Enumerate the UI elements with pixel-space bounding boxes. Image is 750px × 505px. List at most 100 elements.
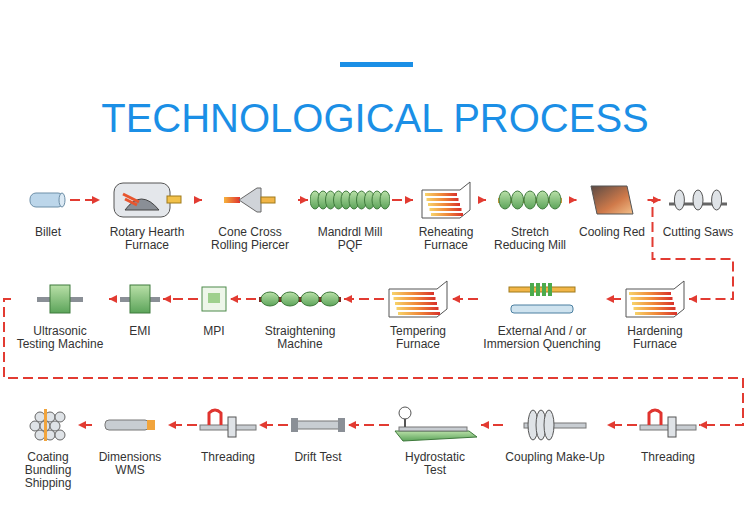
- thread-hook: [649, 410, 661, 425]
- step-illustration: [258, 279, 342, 319]
- flow-arrow: [452, 298, 478, 300]
- outlet: [167, 196, 181, 203]
- step-illustration: [523, 405, 587, 445]
- step-illustration: [36, 279, 84, 319]
- flow-arrow: [194, 199, 202, 201]
- flow-arrow: [479, 199, 486, 201]
- thread-hook: [209, 410, 221, 425]
- step-label: Ultrasonic Testing Machine: [13, 325, 107, 351]
- coil: [530, 283, 534, 296]
- process-step: Cooling Red: [577, 180, 648, 239]
- process-step: Stretch Reducing Mill: [486, 180, 574, 252]
- icon: [105, 420, 155, 430]
- step-label: MPI: [203, 325, 224, 338]
- roll: [549, 191, 561, 209]
- step-label: Stretch Reducing Mill: [488, 226, 572, 252]
- furnace-box: [626, 281, 684, 317]
- step-label: Hardening Furnace: [623, 325, 687, 351]
- process-step: Coupling Make-Up: [503, 405, 607, 464]
- gauge: [399, 407, 411, 419]
- flow-arrow: [259, 424, 288, 426]
- flow-arrow: [607, 424, 637, 426]
- process-step: Coating Bundling Shipping: [18, 405, 78, 490]
- roll: [380, 191, 390, 209]
- roll: [537, 191, 549, 209]
- icon: [114, 183, 181, 217]
- hot-tube: [431, 213, 463, 216]
- flow-arrow: [78, 424, 92, 426]
- step-label: Cooling Red: [579, 226, 645, 239]
- step-illustration: [391, 405, 479, 445]
- flow-arrow: [109, 298, 117, 300]
- step-label: Coating Bundling Shipping: [20, 451, 76, 490]
- icon: [669, 190, 727, 210]
- pipe-end: [30, 421, 40, 431]
- step-illustration: [199, 405, 257, 445]
- roll: [524, 191, 536, 209]
- title: TECHNOLOGICAL PROCESS: [0, 95, 750, 141]
- process-step: MPI: [198, 279, 230, 338]
- pipe-end: [35, 430, 45, 440]
- title-bar: [340, 62, 413, 67]
- coil: [536, 283, 540, 296]
- band: [44, 409, 47, 441]
- process-step: Hydrostatic Test: [389, 405, 481, 477]
- pipe: [105, 420, 149, 430]
- step-illustration: [420, 180, 472, 220]
- icon: [591, 186, 633, 214]
- roll: [512, 191, 524, 209]
- hot-tube: [631, 297, 673, 300]
- step-illustration: [310, 180, 390, 220]
- coil: [548, 283, 552, 296]
- mpi-screen: [208, 293, 220, 303]
- process-step: Billet: [26, 180, 70, 239]
- roll: [321, 292, 339, 306]
- inspection-unit: [50, 285, 70, 313]
- icon: [498, 191, 562, 209]
- icon: [509, 283, 575, 313]
- flow-arrow: [653, 200, 734, 299]
- icon: [259, 292, 341, 306]
- step-label: Coupling Make-Up: [505, 451, 604, 464]
- step-label: Reheating Furnace: [415, 226, 477, 252]
- step-label: Cone Cross Rolling Piercer: [204, 226, 296, 252]
- hot-tube: [430, 208, 462, 211]
- flow-arrow: [298, 199, 308, 201]
- pipe-end: [50, 421, 60, 431]
- flow-arrow: [481, 424, 503, 426]
- pipe: [399, 427, 467, 431]
- process-step: Cutting Saws: [661, 180, 736, 239]
- step-label: Mandrdl Mill PQF: [311, 226, 389, 252]
- process-step: Mandrdl Mill PQF: [308, 180, 392, 252]
- flow-arrow: [168, 424, 197, 426]
- step-illustration: [103, 405, 157, 445]
- flow-arrow: [344, 298, 384, 300]
- step-label: Straightening Machine: [258, 325, 342, 351]
- icon: [30, 409, 65, 441]
- flow-arrow: [70, 199, 100, 201]
- step-label: Drift Test: [294, 451, 341, 464]
- step-illustration: [497, 180, 563, 220]
- icon: [626, 281, 684, 317]
- icon: [120, 285, 160, 313]
- icon: [291, 418, 345, 432]
- process-step: Hardening Furnace: [621, 279, 689, 351]
- pipe-end: [55, 412, 65, 422]
- icon: [524, 410, 586, 440]
- tube-out: [261, 197, 275, 203]
- process-step: External And / or Immersion Quenching: [478, 279, 606, 351]
- billet-end: [59, 193, 65, 207]
- step-illustration: [589, 180, 635, 220]
- furnace-body: [114, 183, 170, 217]
- icon: [395, 407, 477, 441]
- step-illustration: [667, 180, 729, 220]
- process-step: Rotary Hearth Furnace: [100, 180, 194, 252]
- furnace-box: [422, 182, 470, 218]
- flow-arrow: [230, 298, 256, 300]
- process-step: Threading: [197, 405, 259, 464]
- hot-tube: [398, 312, 440, 315]
- step-label: Rotary Hearth Furnace: [102, 226, 192, 252]
- roll: [261, 292, 279, 306]
- furnace-box: [389, 281, 447, 317]
